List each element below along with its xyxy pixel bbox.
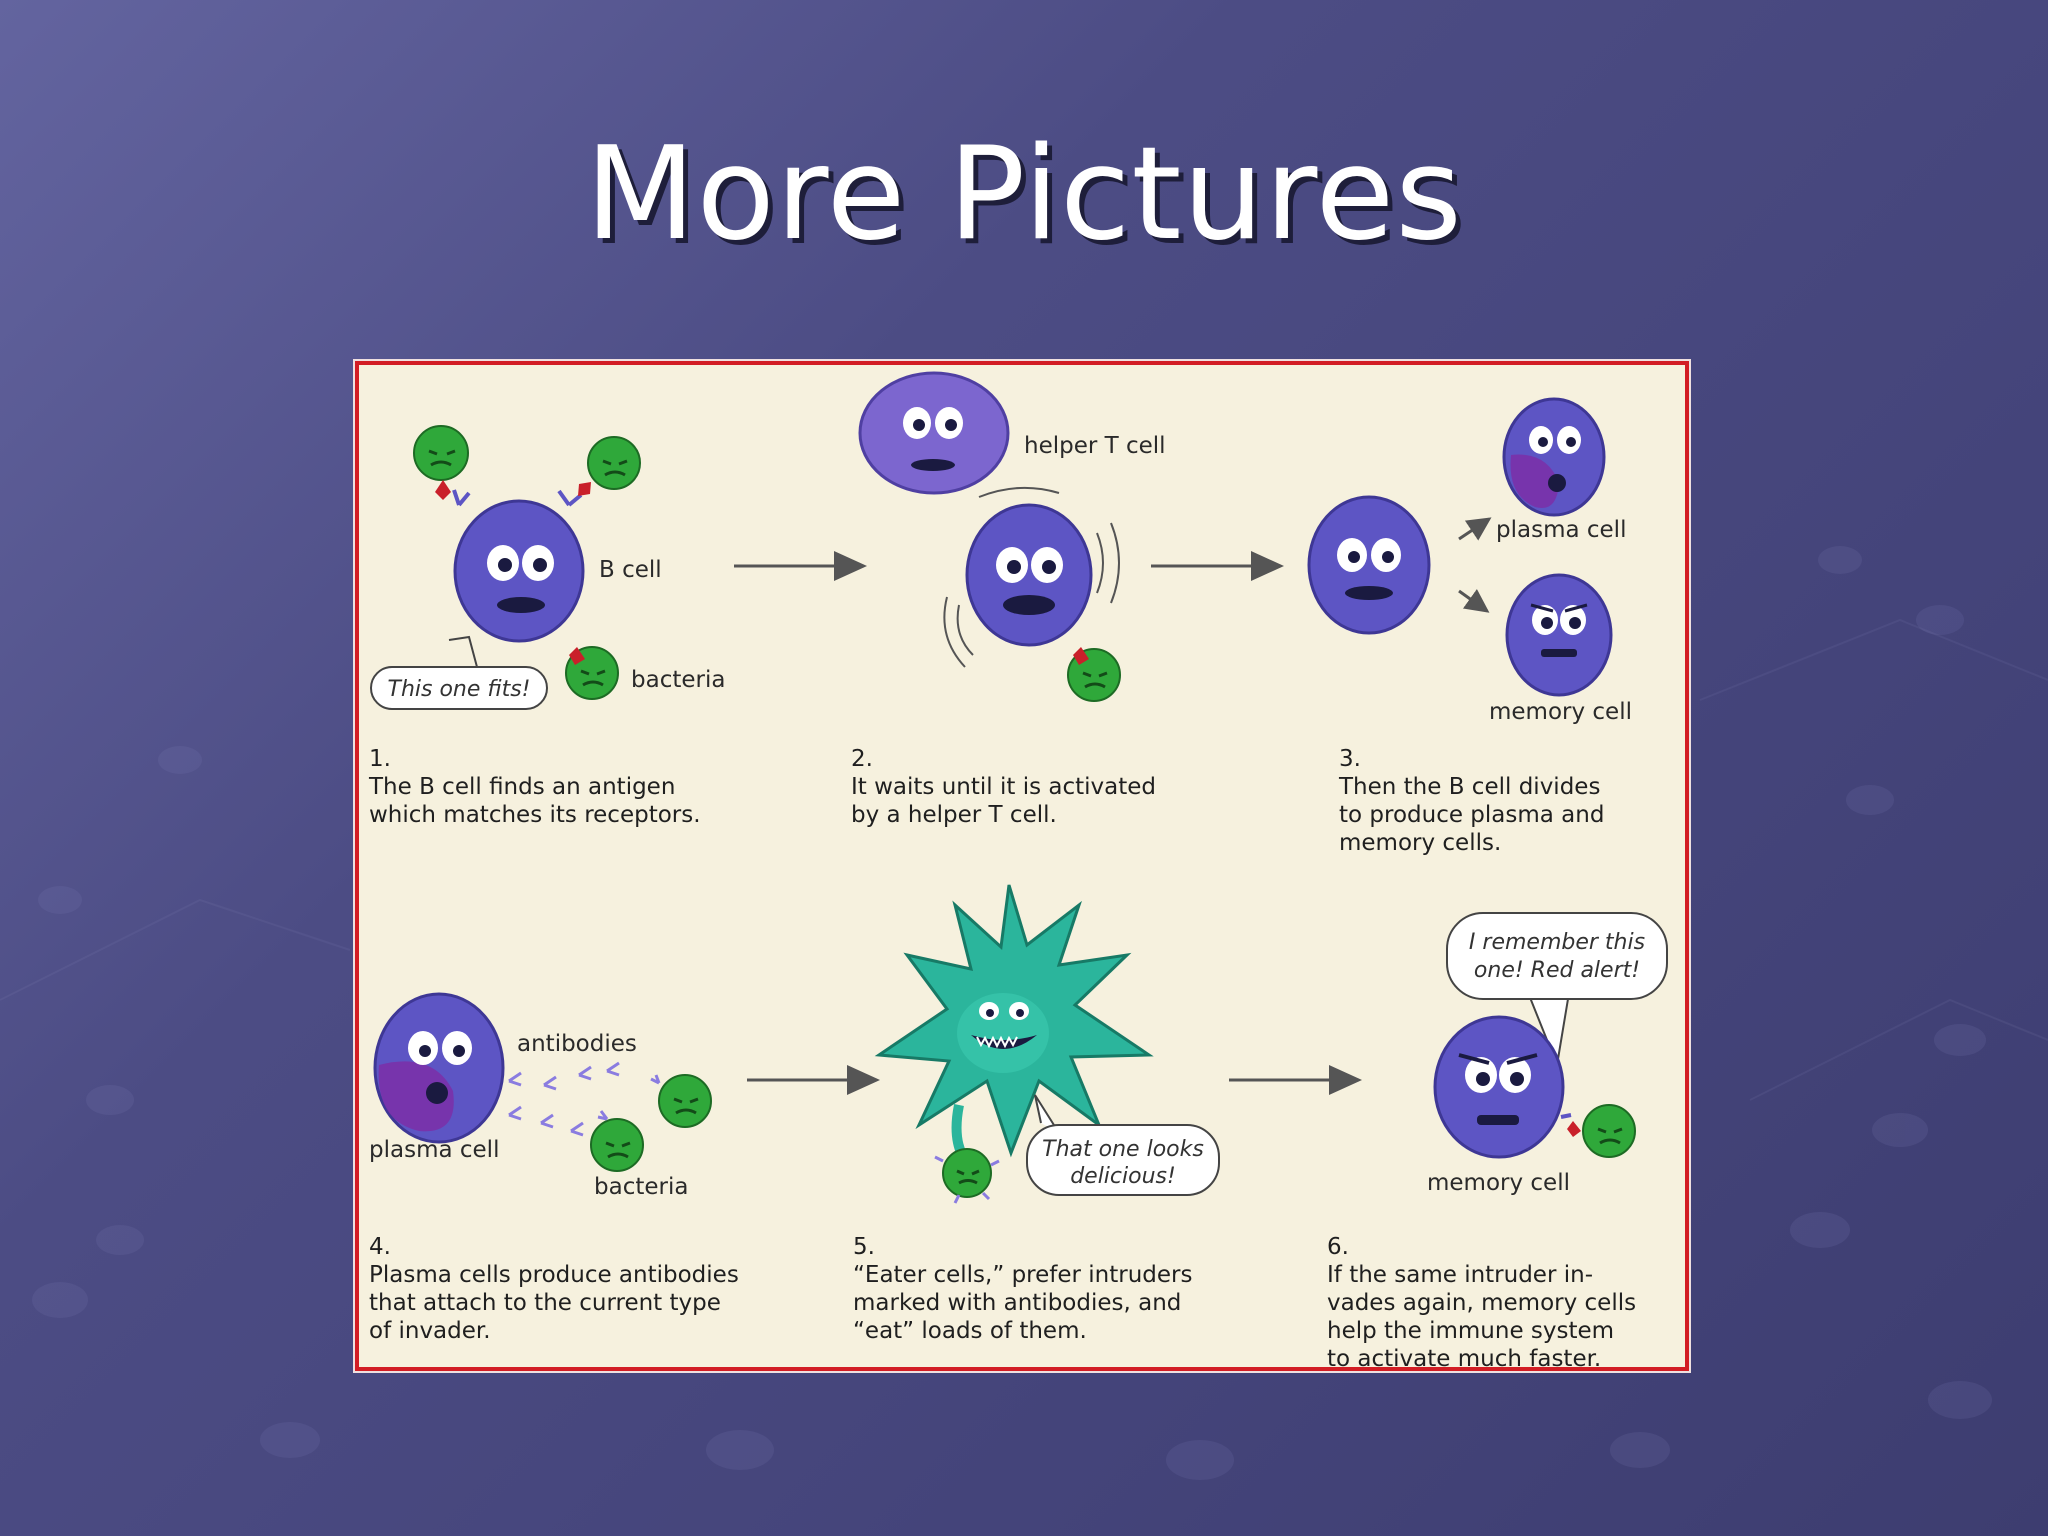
step-number: 2. bbox=[851, 746, 873, 772]
speech-bubble: That one looks delicious! bbox=[1026, 1094, 1220, 1196]
label-bacteria: bacteria bbox=[594, 1174, 688, 1200]
plasma-cell-with-antibodies bbox=[373, 992, 712, 1172]
label-bacteria: bacteria bbox=[631, 667, 725, 693]
bubble-text-line-2: one! Red alert! bbox=[1474, 958, 1640, 983]
memory-cell bbox=[1505, 573, 1613, 697]
arrow-down bbox=[1458, 589, 1490, 613]
arrow-up bbox=[1458, 517, 1492, 541]
immune-response-figure: B cell bacteria This one fits! helper T … bbox=[355, 361, 1689, 1373]
step-text-line: “Eater cells,” prefer intruders bbox=[853, 1262, 1193, 1288]
bacteria bbox=[413, 425, 641, 700]
label-helper-t-cell: helper T cell bbox=[1024, 433, 1166, 459]
step-text-line: Plasma cells produce antibodies bbox=[369, 1262, 739, 1288]
step-text-line: by a helper T cell. bbox=[851, 802, 1057, 828]
bubble-text-line-2: delicious! bbox=[1070, 1164, 1176, 1189]
step-1-caption: 1. The B cell finds an antigen which mat… bbox=[369, 745, 701, 829]
step-3-caption: 3. Then the B cell divides to produce pl… bbox=[1339, 745, 1604, 857]
speech-bubble: This one fits! bbox=[370, 635, 548, 710]
step-2-caption: 2. It waits until it is activated by a h… bbox=[851, 745, 1156, 829]
helper-t-cell bbox=[858, 371, 1010, 495]
step-5-caption: 5. “Eater cells,” prefer intruders marke… bbox=[853, 1233, 1193, 1345]
label-plasma-cell: plasma cell bbox=[369, 1137, 499, 1163]
step-number: 1. bbox=[369, 746, 391, 772]
dividing-b-cell bbox=[1307, 495, 1431, 635]
step-text-line: If the same intruder in- bbox=[1327, 1262, 1593, 1288]
step-text-line: “eat” loads of them. bbox=[853, 1318, 1087, 1344]
bubble-text-line-1: I remember this bbox=[1469, 930, 1645, 955]
step-text-line: help the immune system bbox=[1327, 1318, 1615, 1344]
label-b-cell: B cell bbox=[599, 557, 662, 583]
bubble-text: This one fits! bbox=[388, 677, 531, 702]
step-text-line: to produce plasma and bbox=[1339, 802, 1605, 828]
label-antibodies: antibodies bbox=[517, 1031, 637, 1057]
step-text-line: that attach to the current type bbox=[369, 1290, 721, 1316]
step-6-caption: 6. If the same intruder in- vades again,… bbox=[1327, 1233, 1636, 1373]
plasma-cell bbox=[1502, 397, 1606, 517]
step-text-line: The B cell finds an antigen bbox=[369, 774, 676, 800]
step-text-line: which matches its receptors. bbox=[369, 802, 701, 828]
step-number: 6. bbox=[1327, 1234, 1349, 1260]
step-text-line: marked with antibodies, and bbox=[853, 1290, 1182, 1316]
eater-cell bbox=[874, 884, 1154, 1204]
b-cell bbox=[452, 489, 585, 643]
slide-title: More Pictures bbox=[585, 120, 1463, 269]
step-text-line: It waits until it is activated bbox=[851, 774, 1157, 800]
step-4-caption: 4. Plasma cells produce antibodies that … bbox=[369, 1233, 739, 1345]
step-text-line: memory cells. bbox=[1339, 830, 1502, 856]
label-memory-cell: memory cell bbox=[1489, 699, 1632, 725]
speech-bubble: I remember this one! Red alert! bbox=[1446, 912, 1668, 1069]
step-number: 3. bbox=[1339, 746, 1361, 772]
step-number: 4. bbox=[369, 1234, 391, 1260]
activated-b-cell bbox=[943, 486, 1121, 702]
label-memory-cell: memory cell bbox=[1427, 1170, 1570, 1196]
label-plasma-cell: plasma cell bbox=[1496, 517, 1626, 543]
bubble-text-line-1: That one looks bbox=[1042, 1137, 1204, 1162]
step-text-line: vades again, memory cells bbox=[1327, 1290, 1637, 1316]
step-text-line: to activate much faster. bbox=[1327, 1346, 1602, 1372]
step-number: 5. bbox=[853, 1234, 875, 1260]
step-text-line: Then the B cell divides bbox=[1339, 774, 1601, 800]
memory-cell bbox=[1433, 1015, 1636, 1159]
step-text-line: of invader. bbox=[369, 1318, 491, 1344]
